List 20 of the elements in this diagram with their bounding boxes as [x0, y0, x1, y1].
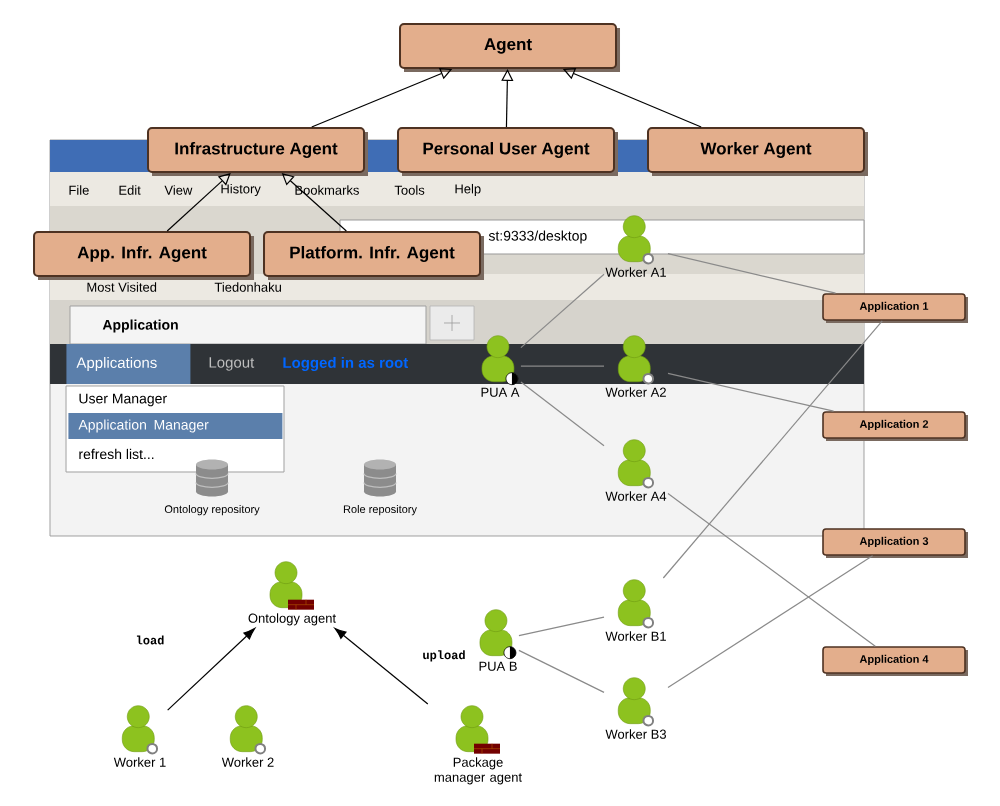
agent-box: Worker Agent	[647, 127, 868, 176]
agent-box: Infrastructure Agent	[147, 127, 368, 176]
connector-line	[667, 372, 835, 412]
connector-line	[518, 616, 605, 637]
connector-line	[520, 381, 605, 447]
connector-line	[662, 320, 883, 579]
arrow	[166, 173, 231, 232]
connector-line	[667, 555, 874, 689]
agent-box: Platform. Infr. Agent	[263, 231, 484, 280]
arrow	[501, 69, 514, 128]
agent-box: App. Infr. Agent	[33, 231, 254, 280]
arrow	[167, 627, 256, 711]
agent-box: Agent	[399, 23, 620, 72]
connector-line	[520, 273, 605, 349]
connector-line	[518, 649, 605, 693]
connector-line	[667, 493, 876, 647]
arrow	[334, 627, 429, 705]
connector-line	[520, 365, 605, 367]
connector-line	[667, 253, 837, 294]
agent-box: Personal User Agent	[397, 127, 618, 176]
